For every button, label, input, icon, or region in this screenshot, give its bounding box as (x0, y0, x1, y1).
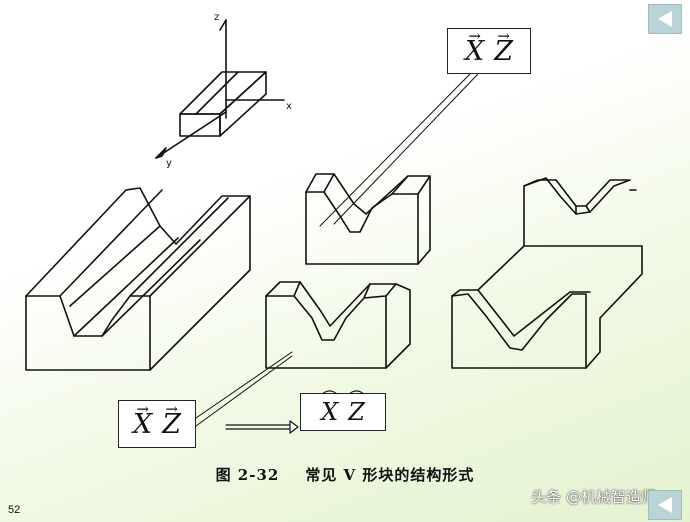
leader-top-a (319, 73, 471, 227)
watermark: 头条 @机械智造师 (531, 488, 656, 506)
figure-title: 常见 V 形块的结构形式 (305, 466, 475, 484)
vector-x: X (133, 408, 153, 440)
vector-arrow-icon: → (468, 26, 481, 45)
cuboid (179, 71, 267, 137)
y-axis-label: y (166, 158, 172, 169)
triangle-left-icon (658, 11, 672, 27)
vector-arrow-icon: → (136, 399, 149, 418)
rotation-x: X (321, 398, 339, 426)
triangle-left-icon (658, 497, 672, 513)
coordinate-axes: z x y (155, 12, 292, 169)
figure-caption: 图 2-32 常见 V 形块的结构形式 (0, 464, 690, 485)
vector-arrow-icon: → (497, 26, 510, 45)
v-block-long (25, 187, 251, 371)
z-axis-arrow (219, 19, 227, 31)
vector-arrow-icon: → (165, 399, 178, 418)
vector-box-top: →X →Z (447, 28, 531, 74)
figure-number: 图 2-32 (215, 466, 280, 484)
v-block-bottom-middle (265, 281, 411, 369)
rotation-arc-icon: ⌒ (322, 389, 338, 407)
y-axis-line (155, 111, 227, 159)
vector-box-bottom-left: →X →Z (118, 400, 196, 448)
slide-nav-button-bottom[interactable] (648, 490, 682, 520)
x-axis-label: x (286, 101, 292, 112)
previous-slide-button[interactable] (648, 4, 682, 34)
leader-top-b (333, 73, 479, 225)
rotation-box-bottom-right: ⌒X ⌒Z (300, 389, 386, 431)
v-block-right (451, 177, 643, 369)
leader-bottom-a (195, 351, 293, 419)
leader-lines (195, 73, 479, 427)
z-axis-label: z (214, 12, 219, 23)
leader-bottom-b (195, 355, 293, 427)
y-axis-arrow (155, 147, 167, 159)
rotation-z: Z (348, 398, 365, 426)
rotation-arc-icon: ⌒ (349, 389, 365, 407)
vector-z: Z (494, 35, 513, 67)
vector-x: X (465, 35, 485, 67)
transform-arrow (225, 420, 299, 434)
v-block-top-middle (305, 173, 431, 265)
page-number: 52 (8, 504, 21, 516)
vector-z: Z (162, 408, 181, 440)
